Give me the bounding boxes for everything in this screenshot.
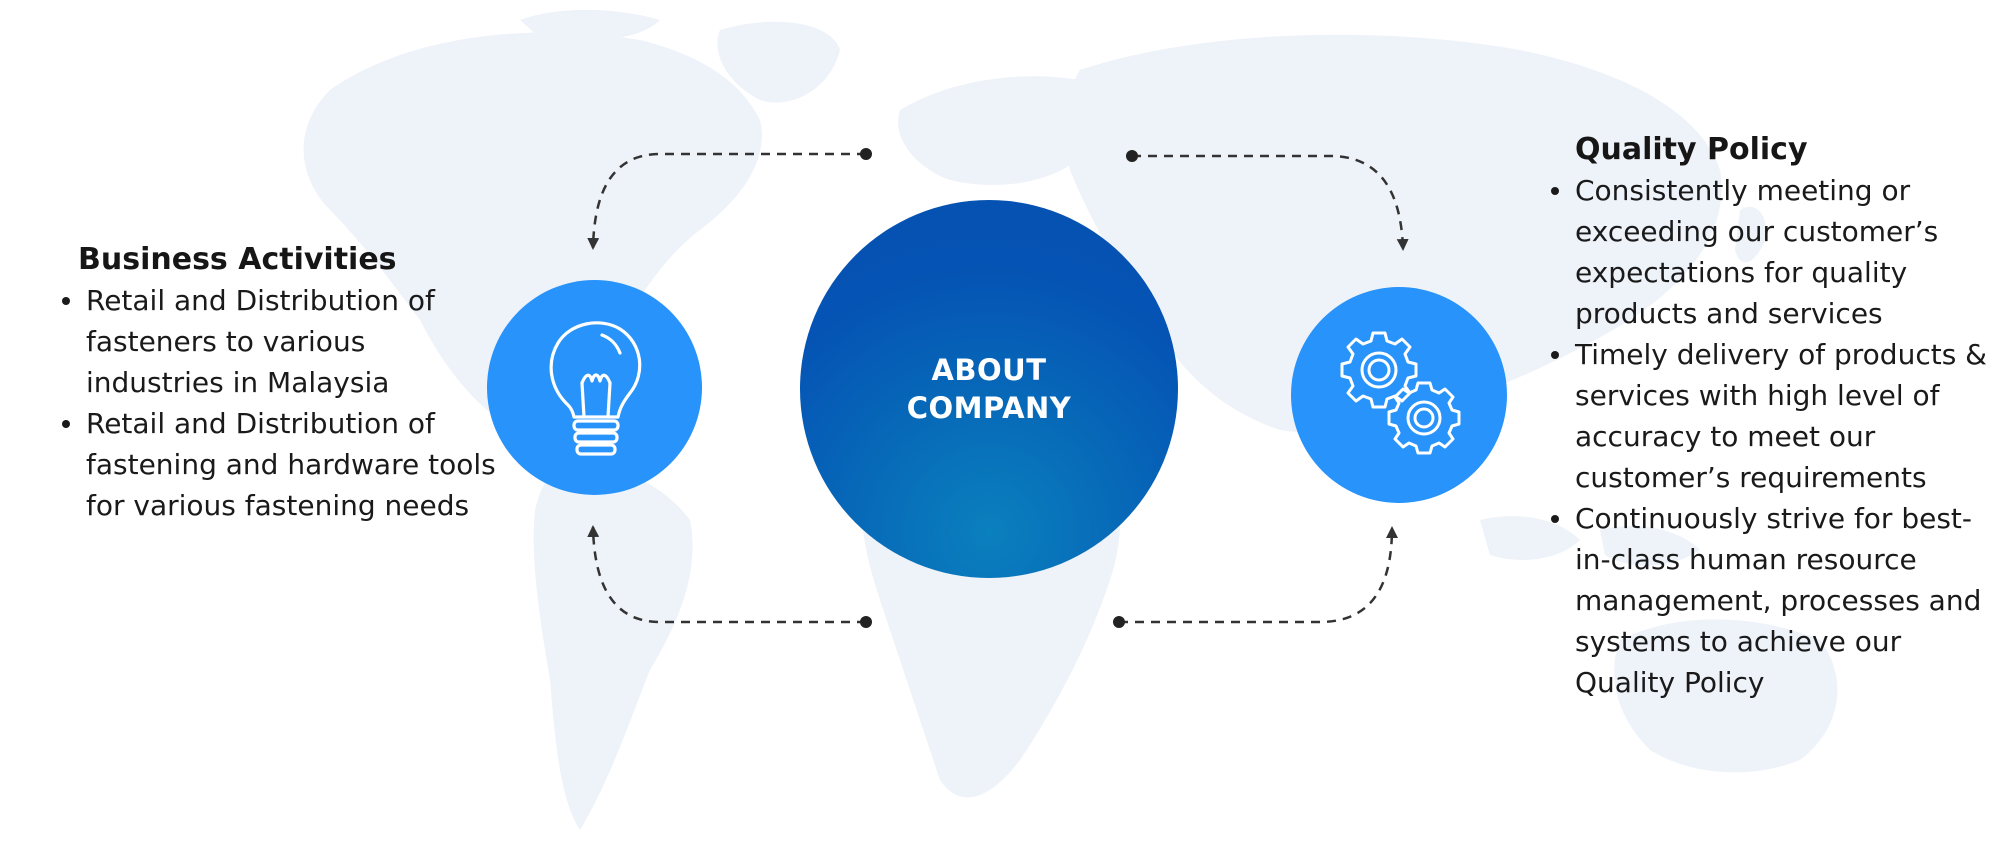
quality-policy-title: Quality Policy — [1575, 132, 1808, 167]
about-company-circle[interactable]: ABOUT COMPANY — [800, 200, 1178, 578]
arrow-bottom-left — [587, 525, 866, 624]
dot-top-right — [1126, 150, 1138, 162]
business-icon-circle — [487, 280, 702, 495]
business-activity-item: Retail and Distribution of fastening and… — [58, 403, 508, 526]
arrow-bottom-right — [1119, 526, 1398, 624]
business-activities-title: Business Activities — [78, 242, 397, 277]
center-title-line1: ABOUT — [931, 353, 1047, 387]
arrow-top-right — [1132, 154, 1409, 251]
quality-icon-circle — [1291, 287, 1507, 503]
gears-icon — [1340, 331, 1461, 455]
quality-policy-list: Consistently meeting or exceeding our cu… — [1547, 170, 1997, 703]
arrow-top-left — [587, 152, 866, 250]
lightbulb-icon — [549, 320, 641, 456]
dot-top-left — [860, 148, 872, 160]
quality-policy-item: Timely delivery of products & services w… — [1547, 334, 1997, 498]
center-title-line2: COMPANY — [906, 391, 1072, 425]
dot-bottom-right — [1113, 616, 1125, 628]
quality-policy-item: Continuously strive for best-in-class hu… — [1547, 498, 1997, 703]
quality-policy-item: Consistently meeting or exceeding our cu… — [1547, 170, 1997, 334]
gear-large — [1340, 331, 1418, 409]
gear-small — [1387, 381, 1461, 455]
business-activities-panel: Business Activities Retail and Distribut… — [58, 240, 508, 526]
dot-bottom-left — [860, 616, 872, 628]
quality-policy-panel: Quality Policy Consistently meeting or e… — [1547, 130, 1997, 703]
business-activities-list: Retail and Distribution of fasteners to … — [58, 280, 508, 526]
business-activity-item: Retail and Distribution of fasteners to … — [58, 280, 508, 403]
